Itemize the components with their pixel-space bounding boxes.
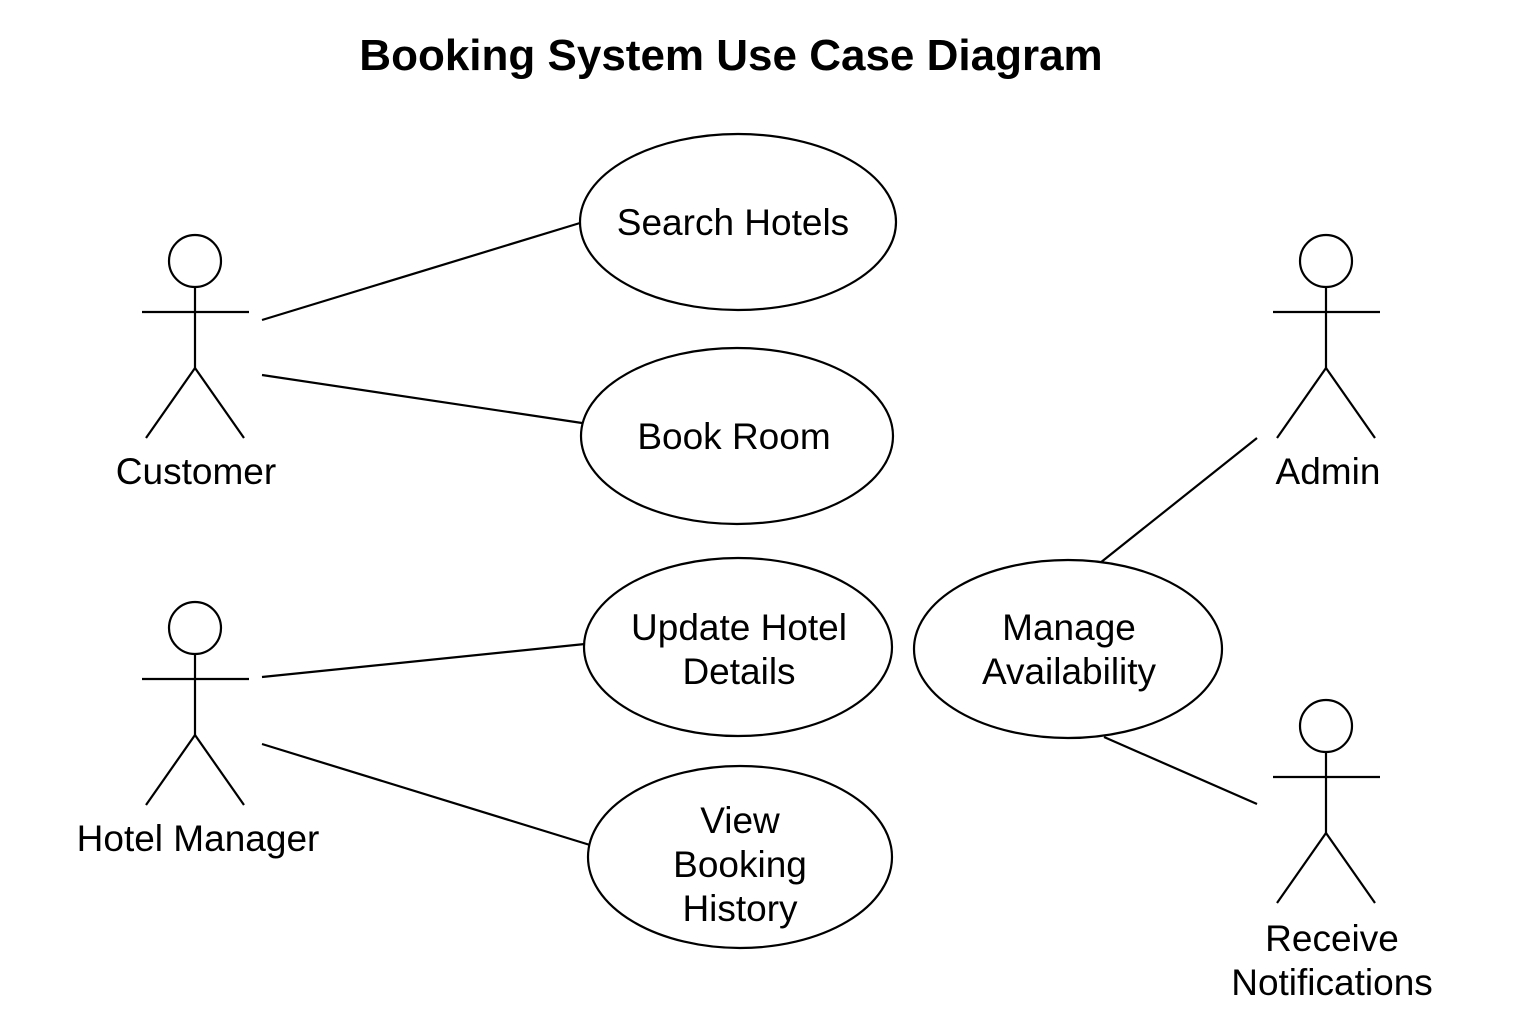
- use-case-book-room: Book Room: [579, 346, 895, 526]
- association-customer-book-room: [261, 373, 583, 425]
- association-receive-notifications-manage-availability: [1103, 735, 1258, 806]
- association-hotel-manager-view-booking-history: [261, 742, 591, 847]
- stick-figure-icon: [1273, 698, 1380, 904]
- use-case-ellipse: [586, 764, 894, 950]
- use-case-search-hotels: Search Hotels: [578, 132, 898, 312]
- actor-label: Hotel Manager: [77, 818, 320, 859]
- actor-admin: Admin: [1273, 233, 1381, 492]
- use-case-label: Book Room: [637, 416, 830, 457]
- actor-hotel-manager: Hotel Manager: [77, 600, 320, 859]
- actor-label: Admin: [1276, 451, 1381, 492]
- use-case-ellipse: [912, 558, 1224, 740]
- actor-label: Customer: [116, 451, 276, 492]
- use-case-ellipse: [582, 556, 894, 738]
- use-case-ellipse: [578, 132, 898, 312]
- stick-figure-icon: [142, 233, 249, 439]
- association-hotel-manager-update-hotel-details: [261, 642, 586, 679]
- stick-figure-icon: [1273, 233, 1380, 439]
- association-lines: [261, 221, 1258, 847]
- stick-figure-icon: [142, 600, 249, 806]
- association-customer-search-hotels: [261, 221, 581, 322]
- use-case-label: Search Hotels: [617, 202, 849, 243]
- use-case-ellipse: [579, 346, 895, 526]
- diagram-title: Booking System Use Case Diagram: [359, 31, 1102, 80]
- association-admin-manage-availability: [1099, 437, 1258, 564]
- actor-customer: Customer: [116, 233, 276, 492]
